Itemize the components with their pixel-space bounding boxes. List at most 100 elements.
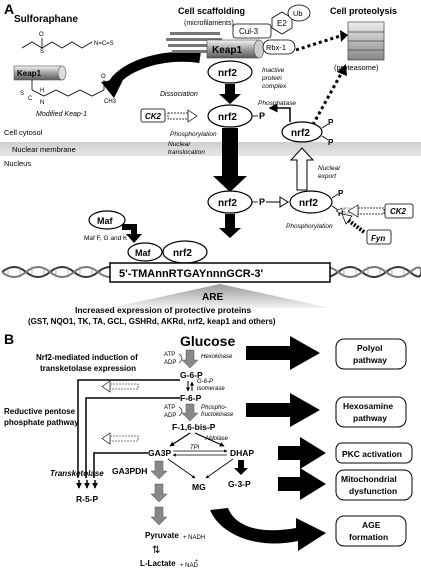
nuclear-translocation-label-2: translocation bbox=[168, 149, 205, 156]
nrf2-free-label: nrf2 bbox=[218, 112, 237, 123]
dhap-to-mg-arrow bbox=[205, 458, 234, 479]
inactive-label-3: complex bbox=[262, 83, 287, 90]
nrf2-phospho-phosphate-1: P bbox=[338, 189, 344, 198]
hexokinase-arrow bbox=[181, 349, 199, 369]
inactive-label-1: Inactive bbox=[262, 67, 285, 74]
dissociation-curved-arrow-head bbox=[101, 78, 124, 98]
mod-c: C bbox=[28, 96, 33, 102]
proteolysis-dotted-arrow-2-head bbox=[337, 64, 347, 76]
maf-bound-label: Maf bbox=[135, 248, 152, 258]
mito-label-1: Mitochondrial bbox=[341, 474, 397, 484]
glucose-label: Glucose bbox=[180, 333, 235, 349]
keap1-label: Keap1 bbox=[212, 45, 242, 56]
are-label: ARE bbox=[202, 292, 223, 303]
nrf2-induction-label-1: Nrf2-mediated induction of bbox=[36, 353, 138, 362]
nrf2-exported-ellipse bbox=[281, 121, 323, 143]
modified-keap1-caption: Modified Keap-1 bbox=[36, 111, 87, 118]
nrf2-exported-label: nrf2 bbox=[291, 128, 310, 139]
transketolase-arrows bbox=[76, 480, 98, 489]
mod-n: N bbox=[40, 100, 44, 106]
phosphatase-label: Phosphatase bbox=[258, 100, 296, 107]
nrf2-exported-phosphate-1: P bbox=[328, 118, 334, 127]
phosphatase-arrow bbox=[268, 103, 291, 122]
nuclear-membrane-label: Nuclear membrane bbox=[12, 145, 76, 154]
ck2-label-bottom: CK2 bbox=[390, 207, 407, 216]
cell-cytosol-label: Cell cytosol bbox=[4, 128, 43, 137]
nrf2-phospho-bond-2 bbox=[331, 205, 339, 211]
pyruvate-label: Pyruvate bbox=[145, 531, 179, 540]
rbx1-label: Rbx-1 bbox=[266, 43, 286, 52]
mito-arrow bbox=[278, 468, 326, 500]
dissociation-curved-arrow bbox=[107, 51, 201, 89]
ck2-arrow-bottom-head bbox=[335, 207, 343, 215]
dna-rungs bbox=[7, 266, 405, 278]
ck2-box-bottom bbox=[384, 203, 414, 219]
transketolase-label: Transketolase bbox=[50, 469, 104, 478]
nuclear-translocation-arrow bbox=[213, 128, 247, 192]
nrf2-bound-dna-label: nrf2 bbox=[173, 248, 192, 259]
r5p-label: R-5-P bbox=[76, 494, 99, 504]
sulforaphane-o: O bbox=[39, 32, 44, 38]
nrf2-nuclear-label: nrf2 bbox=[218, 198, 237, 209]
ck2-arrow-top-head bbox=[187, 109, 198, 123]
maf-fgk-label: Maf F, G and K bbox=[84, 235, 128, 242]
g3p-label: G-3-P bbox=[228, 479, 251, 489]
age-label-1: AGE bbox=[362, 520, 381, 530]
aldolase-arrow-left bbox=[169, 432, 191, 447]
ub-ellipse bbox=[287, 4, 311, 22]
ga3pdh-arrow-3 bbox=[150, 506, 168, 526]
nad-plus-sup: + bbox=[195, 558, 198, 564]
age-arrow bbox=[210, 508, 326, 551]
cell-proteolysis-label: Cell proteolysis bbox=[330, 6, 397, 16]
dhap-label: DHAP bbox=[230, 448, 254, 458]
fyn-arrow bbox=[346, 218, 366, 234]
nadh-label: + NADH bbox=[183, 535, 205, 541]
ck2-dashed-shaft bbox=[357, 207, 385, 215]
mito-label-2: dysfunction bbox=[349, 486, 397, 496]
pfk-label-2: fructokinase bbox=[201, 412, 234, 418]
aldolase-label: Aldolase bbox=[204, 436, 229, 442]
nuclear-membrane-band bbox=[0, 142, 421, 156]
mod-s: S bbox=[20, 91, 24, 97]
modified-keap1-label: Keap1 bbox=[17, 69, 42, 78]
dissociation-down-arrow bbox=[219, 84, 241, 104]
f6p-label: F-6-P bbox=[180, 393, 202, 403]
hexosamine-box bbox=[335, 396, 407, 428]
hexosamine-label-2: pathway bbox=[353, 413, 387, 423]
maf-arrow bbox=[122, 224, 142, 243]
ck2-label-top: CK2 bbox=[145, 112, 162, 121]
nuclear-translocation-label-1: Nuclear bbox=[168, 141, 191, 148]
equilibrium-arrows: ⇅ bbox=[152, 545, 160, 556]
hexosamine-label-1: Hexosamine bbox=[343, 401, 393, 411]
g6p-isomerase-label-1: G-6-P bbox=[197, 379, 213, 385]
maf-free-label: Maf bbox=[97, 216, 114, 226]
ga3pdh-arrow-2 bbox=[150, 483, 168, 503]
pkc-arrow bbox=[278, 437, 326, 469]
panel-a-label: A bbox=[4, 1, 14, 17]
proteasome-label: (proteasome) bbox=[334, 63, 379, 72]
atp-2: ATP bbox=[164, 405, 175, 411]
maf-bound-ellipse bbox=[127, 242, 163, 262]
nrf2-phospho-ellipse bbox=[289, 190, 333, 214]
nrf2-bound-ellipse bbox=[207, 60, 253, 84]
polyol-box bbox=[335, 338, 407, 370]
nrf2-induction-label-2: transketolase expression bbox=[40, 364, 136, 373]
proteolysis-dotted-arrow-1 bbox=[295, 34, 341, 52]
e2-hexagon bbox=[271, 11, 293, 35]
mg-label: MG bbox=[192, 482, 206, 492]
adp-2: ADP bbox=[164, 413, 176, 419]
dissociation-label: Dissociation bbox=[160, 91, 198, 98]
nrf2-exported-bond-1 bbox=[321, 123, 329, 129]
mod-o: O bbox=[101, 74, 106, 80]
aldolase-arrow-right bbox=[194, 432, 225, 447]
microfilament-lines bbox=[166, 32, 222, 53]
hexosamine-arrow bbox=[246, 393, 320, 427]
ga3p-to-mg-arrow bbox=[167, 458, 196, 479]
nucleus-label: Nucleus bbox=[4, 159, 31, 168]
sulforaphane-structure bbox=[21, 38, 93, 49]
increased-expression-line1: Increased expression of protective prote… bbox=[75, 305, 251, 315]
nrf2-phospho-bond-1 bbox=[331, 193, 339, 199]
adp-1: ADP bbox=[164, 360, 176, 366]
cul3-box bbox=[232, 23, 272, 39]
